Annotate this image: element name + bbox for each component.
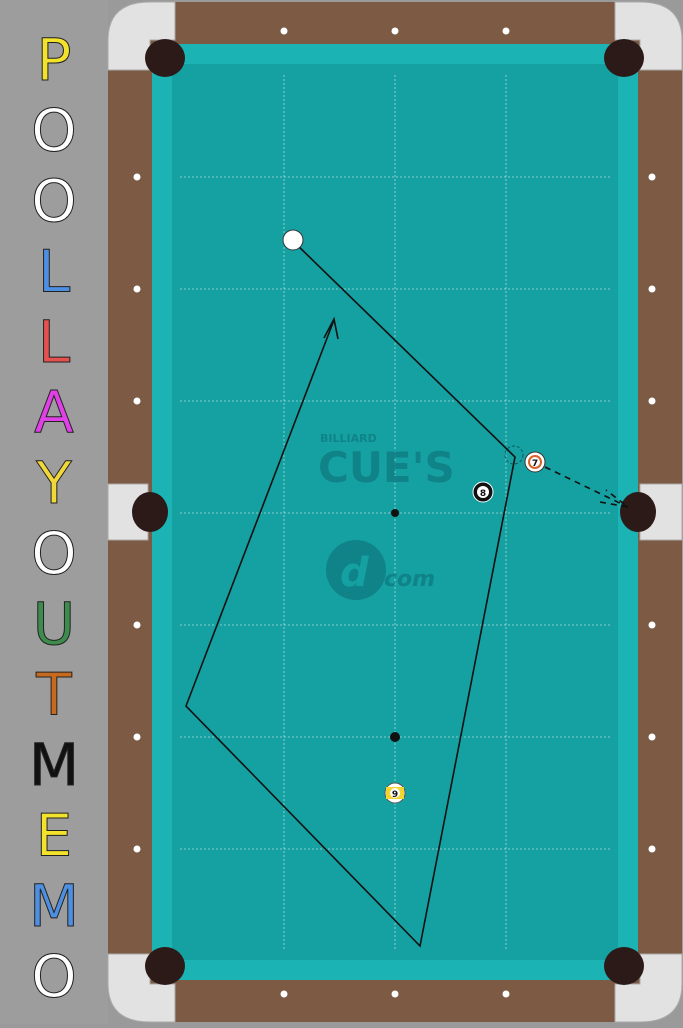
ball-8[interactable]: 8 xyxy=(472,481,494,503)
pocket-mid-left xyxy=(132,492,168,532)
diamond-marker xyxy=(648,397,656,405)
diamond-marker xyxy=(133,621,141,629)
ball-7[interactable]: 7 xyxy=(524,451,546,473)
chrome-corners xyxy=(107,1,683,1023)
diamond-marker xyxy=(280,990,288,998)
rail-diamonds xyxy=(133,27,656,998)
path-arrowhead xyxy=(323,316,339,340)
watermark-d-circle xyxy=(326,540,386,600)
ball-7-label: 7 xyxy=(532,459,538,469)
pockets xyxy=(132,39,656,985)
watermark-billiard: BILLIARD xyxy=(320,432,377,445)
diamond-marker xyxy=(502,27,510,35)
diamond-marker xyxy=(133,397,141,405)
title-letter: O xyxy=(31,943,77,1011)
object-path-arrowhead xyxy=(599,489,629,508)
pocket-mid-right xyxy=(620,492,656,532)
diamond-marker xyxy=(280,27,288,35)
diamond-marker xyxy=(648,733,656,741)
center-spot xyxy=(391,509,399,517)
object-ball-path xyxy=(544,466,629,508)
title-letter: M xyxy=(29,731,79,799)
title-letter: O xyxy=(31,167,77,235)
diamond-marker xyxy=(648,845,656,853)
diamond-marker xyxy=(391,27,399,35)
foot-spot xyxy=(390,732,400,742)
cue-ball[interactable] xyxy=(282,229,304,251)
ghost-ball xyxy=(504,445,524,465)
ball-9[interactable]: 9 xyxy=(384,782,406,804)
diamond-marker xyxy=(133,845,141,853)
title-letter: O xyxy=(31,97,77,165)
cue-ball-path xyxy=(185,240,516,948)
title-letter: T xyxy=(35,661,72,729)
ball-9-label: 9 xyxy=(392,790,398,800)
title-letter: L xyxy=(38,238,70,306)
diamond-marker xyxy=(648,621,656,629)
diamond-marker xyxy=(502,990,510,998)
watermark-cues: CUE'S xyxy=(318,443,455,492)
pocket-bottom-right xyxy=(604,947,644,985)
title-letter: P xyxy=(37,26,72,94)
diamond-marker xyxy=(391,990,399,998)
title-letter: M xyxy=(29,872,79,940)
pocket-top-left xyxy=(145,39,185,77)
diamond-marker xyxy=(133,733,141,741)
diamond-marker xyxy=(133,285,141,293)
title-letter: Y xyxy=(35,449,72,517)
watermark-logo: BILLIARD CUE'S d com xyxy=(318,432,455,600)
pocket-top-right xyxy=(604,39,644,77)
title-letter: E xyxy=(36,802,73,870)
pocket-bottom-left xyxy=(145,947,185,985)
diamond-marker xyxy=(648,173,656,181)
title-letter: O xyxy=(31,520,77,588)
watermark-com: com xyxy=(384,567,435,592)
ball-8-label: 8 xyxy=(480,489,486,499)
title-letter: U xyxy=(33,590,75,658)
diamond-marker xyxy=(648,285,656,293)
diamond-marker xyxy=(133,173,141,181)
title-letter: A xyxy=(34,379,74,447)
title-letter: L xyxy=(38,308,70,376)
watermark-d: d xyxy=(340,550,369,596)
